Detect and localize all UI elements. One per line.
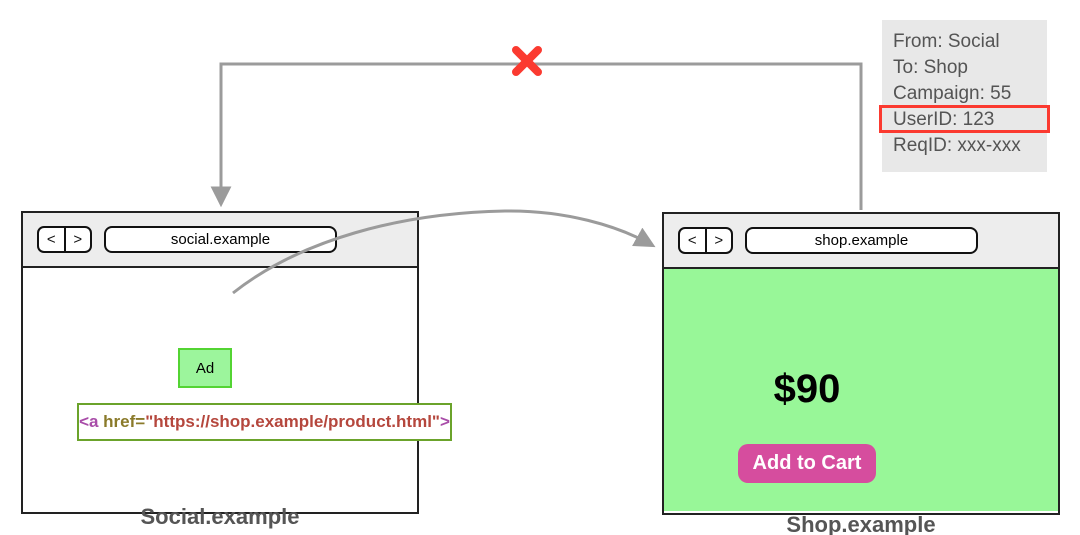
blocked-flow-arrow bbox=[210, 62, 863, 210]
code-url-string: "https://shop.example/product.html" bbox=[145, 412, 440, 431]
param-from: From: Social bbox=[893, 31, 1000, 52]
code-attr: href= bbox=[98, 412, 146, 431]
forward-button[interactable]: > bbox=[63, 228, 91, 251]
social-browser-window: < > social.example Ad <a href="https://s… bbox=[21, 211, 452, 529]
shop-site-label: Shop.example bbox=[786, 512, 936, 535]
shop-nav-button-group: < > bbox=[678, 227, 733, 254]
social-nav-button-group: < > bbox=[37, 226, 92, 253]
social-browser-toolbar: < > social.example bbox=[23, 213, 417, 268]
add-to-cart-button[interactable]: Add to Cart bbox=[738, 444, 876, 483]
shop-browser-toolbar: < > shop.example bbox=[664, 214, 1058, 269]
social-site-label: Social.example bbox=[140, 504, 300, 529]
param-reqid: ReqID: xxx-xxx bbox=[893, 135, 1021, 156]
link-parameters-box: From: Social To: Shop Campaign: 55 UserI… bbox=[882, 20, 1047, 172]
ad-box[interactable]: Ad bbox=[178, 348, 232, 388]
shop-browser-window: < > shop.example $90 Add to Cart Shop.ex… bbox=[662, 212, 1060, 535]
param-userid: UserID: 123 bbox=[893, 109, 995, 130]
back-button[interactable]: < bbox=[687, 232, 697, 249]
link-code-snippet: <a href="https://shop.example/product.ht… bbox=[77, 403, 452, 441]
param-campaign: Campaign: 55 bbox=[893, 83, 1012, 104]
social-page-content: Ad <a href="https://shop.example/product… bbox=[23, 268, 452, 529]
blocked-x-icon bbox=[512, 46, 542, 76]
shop-url-bar[interactable]: shop.example bbox=[745, 227, 978, 254]
product-price: $90 bbox=[773, 367, 841, 411]
param-to: To: Shop bbox=[893, 57, 968, 78]
shop-page-content: $90 Add to Cart Shop.example bbox=[664, 269, 1058, 535]
userid-highlight-box bbox=[879, 105, 1050, 133]
back-button[interactable]: < bbox=[46, 231, 56, 248]
forward-button[interactable]: > bbox=[704, 229, 732, 252]
code-close-tag: > bbox=[439, 412, 450, 431]
social-url-bar[interactable]: social.example bbox=[104, 226, 337, 253]
code-open-tag: <a bbox=[79, 412, 99, 431]
